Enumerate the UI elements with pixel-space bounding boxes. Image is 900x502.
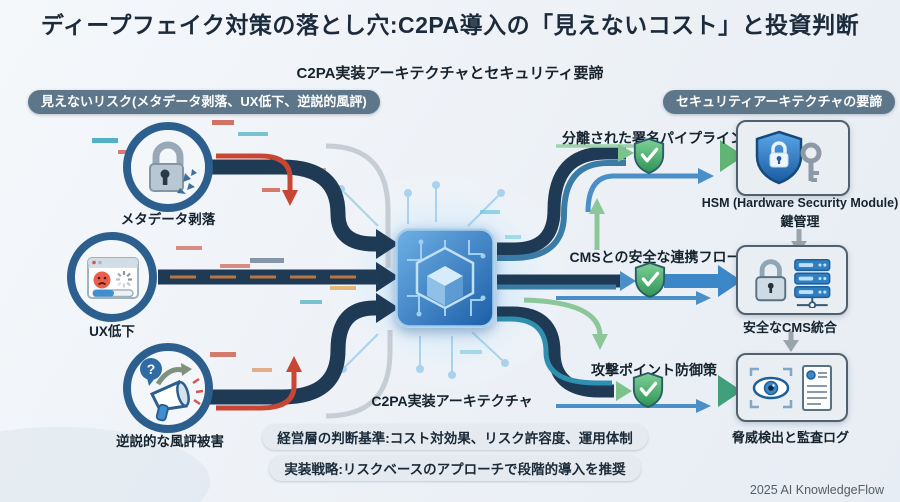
threat-card-title: 脅威検出と監査ログ [731,430,849,445]
server-stack [794,259,831,308]
note-implementation-strategy: 実装戦略:リスクベースのアプローチで段階的導入を推奨 [269,455,641,481]
chip-artwork [395,228,495,328]
risk-label-ux: UX低下 [89,324,135,339]
right-flow-arrows [497,140,744,413]
cms-card-title: 安全なCMS統合 [743,320,837,335]
question-mark: ? [147,361,156,377]
decision-notes: 経営層の判断基準:コスト対効果、リスク許容度、運用体制 実装戦略:リスクベースの… [205,424,705,481]
scan-brackets [749,367,793,408]
flow-label-cms-flow: CMSとの安全な連携フロー [569,249,741,265]
risk-label-reputation: 逆説的な風評被害 [116,434,224,449]
shield-check-icon [632,372,664,409]
hsm-card-title: HSM (Hardware Security Module) [701,196,899,210]
gray-curves [325,143,393,419]
shield-lock-key-icon [755,130,822,185]
lock-shards [177,169,197,194]
risk-badge: 見えないリスク(メタデータ剥落、UX低下、逆説的風評) [28,90,380,114]
corner-blob [0,427,210,502]
threat-detection-card [736,353,848,422]
shield-check-icon [633,138,665,175]
security-badge: セキュリティアーキテクチャの要諦 [663,90,896,114]
key-shape [800,142,822,182]
audit-document [802,364,832,411]
slow-browser-icon [67,232,157,322]
cms-card-label: 安全なCMS統合 [700,316,880,336]
broken-lock-icon [123,122,213,212]
cms-card [736,245,848,315]
eye-audit-log-icon [749,364,832,411]
flow-label-attack-defense: 攻撃ポイント防御策 [591,362,717,378]
diagram-subtitle: C2PA実装アーキテクチャとセキュリティ要諦 [296,65,604,82]
sound-lines [192,377,204,406]
lock-server-icon [755,259,831,308]
page-title: ディープフェイク対策の落とし穴:C2PA導入の「見えないコスト」と投資判断 [40,12,860,38]
chip-dots [416,239,486,317]
c2pa-chip-cube-icon [395,228,495,328]
center-label: C2PA実装アーキテクチャ [371,393,533,409]
loading-spinner [116,271,132,288]
hsm-card-label: HSM (Hardware Security Module) 鍵管理 [690,196,900,230]
risk-label-metadata: メタデータ剥落 [120,212,216,227]
threat-card-label: 脅威検出と監査ログ [698,426,883,446]
note-executive-criteria: 経営層の判断基準:コスト対効果、リスク許容度、運用体制 [262,424,648,450]
hsm-card [736,120,850,196]
chip-traces [407,240,483,316]
footer-credit: 2025 AI KnowledgeFlow [749,483,884,497]
megaphone-question-icon: ? [123,343,213,433]
shield-check-icon [634,262,666,299]
left-flow-arrows [158,153,399,411]
flow-label-signing-pipeline: 分離された署名パイプライン [562,130,744,146]
hsm-card-subtitle: 鍵管理 [780,214,820,229]
